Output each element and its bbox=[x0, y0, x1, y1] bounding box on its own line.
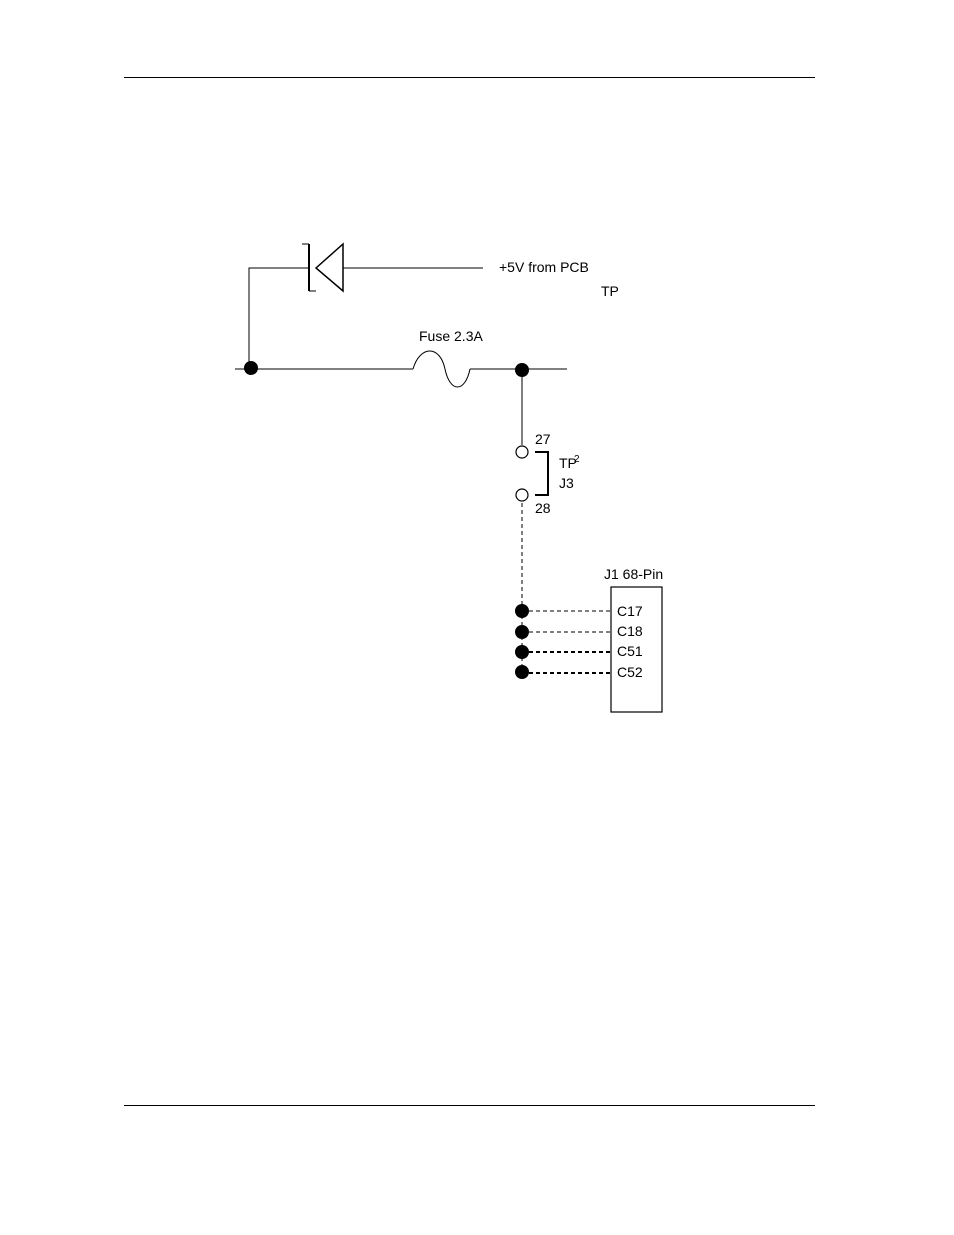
pin-label-c17: C17 bbox=[617, 603, 643, 619]
pin-28-terminal bbox=[516, 489, 528, 501]
pin-27-terminal bbox=[516, 446, 528, 458]
diode-to-node-wire bbox=[249, 268, 309, 368]
pin-dot-c18 bbox=[515, 625, 529, 639]
pin-dot-c51 bbox=[515, 645, 529, 659]
connector-label: J1 68-Pin bbox=[604, 566, 663, 582]
jumper-bracket bbox=[535, 452, 548, 495]
pin-27-label: 27 bbox=[535, 431, 551, 447]
fuse-label: Fuse 2.3A bbox=[419, 328, 483, 344]
pin-dot-c17 bbox=[515, 604, 529, 618]
tp-superscript: 2 bbox=[574, 454, 580, 465]
source-label: +5V from PCB bbox=[499, 259, 589, 275]
tp-label: TP bbox=[601, 283, 619, 299]
pin-28-label: 28 bbox=[535, 500, 551, 516]
junction-dot-left bbox=[244, 361, 258, 375]
pin-label-c51: C51 bbox=[617, 643, 643, 659]
jumper-label: J3 bbox=[559, 475, 574, 491]
pin-label-c52: C52 bbox=[617, 664, 643, 680]
pin-dot-c52 bbox=[515, 665, 529, 679]
fuse-symbol bbox=[413, 351, 470, 387]
pin-label-c18: C18 bbox=[617, 623, 643, 639]
